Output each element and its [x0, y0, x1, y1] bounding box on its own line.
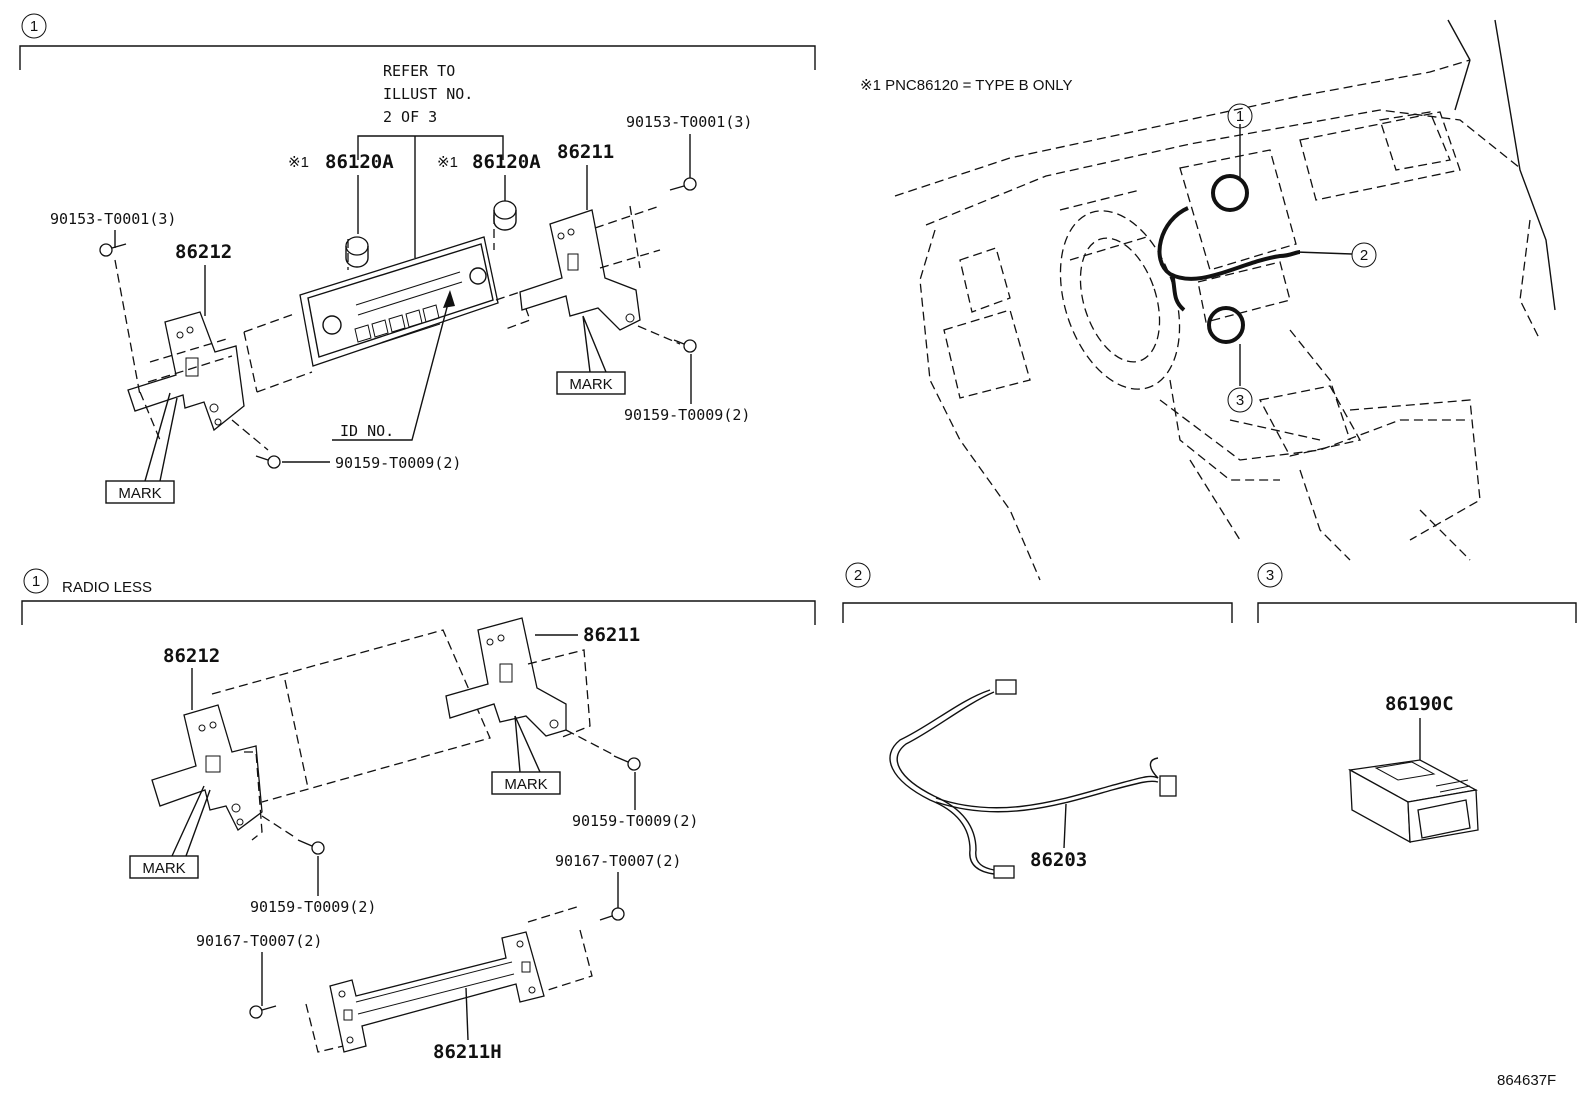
radio-head-unit — [243, 215, 531, 393]
radio-less-title: RADIO LESS — [62, 579, 152, 596]
knob-86120A-right — [493, 200, 517, 231]
label-86211H: 86211H — [433, 1041, 502, 1063]
refer-note: REFER TO ILLUST NO. 2 OF 3 — [357, 62, 504, 258]
svg-text:1: 1 — [32, 573, 40, 590]
svg-text:MARK: MARK — [569, 376, 612, 393]
id-no-label: ID NO. — [332, 290, 455, 441]
callout-3-overview: 3 — [1236, 392, 1244, 409]
screw-90159-bottom-left — [261, 815, 325, 855]
label-86212-bottom: 86212 — [163, 645, 220, 667]
label-86211-top: 86211 — [557, 141, 614, 163]
screw-90167-left — [249, 1005, 277, 1019]
label-90159-right: 90159-T0009(2) — [624, 406, 750, 424]
label-90167-right: 90167-T0007(2) — [555, 852, 681, 870]
figure-id: 864637F — [1497, 1072, 1556, 1089]
label-86212-top: 86212 — [175, 241, 232, 263]
label-90153-right: 90153-T0001(3) — [626, 113, 752, 131]
label-90167-left: 90167-T0007(2) — [196, 932, 322, 950]
label-90159-bottom-left: 90159-T0009(2) — [250, 898, 376, 916]
label-86211-bottom: 86211 — [583, 624, 640, 646]
label-90159-bottom: 90159-T0009(2) — [335, 454, 461, 472]
section-1-radio-less-header: 1 RADIO LESS — [21, 568, 816, 625]
screw-90159-bottom-right — [565, 729, 641, 771]
section-3-header: 3 — [1257, 562, 1577, 623]
svg-text:2: 2 — [854, 567, 862, 584]
screw-90167-right — [599, 907, 625, 921]
label-86190C: 86190C — [1385, 693, 1454, 715]
star-note-right: ※1 — [437, 154, 458, 171]
label-86120A-right: 86120A — [472, 151, 541, 173]
mark-bottom-right: MARK — [491, 715, 561, 795]
label-90159-bottom-right: 90159-T0009(2) — [572, 812, 698, 830]
svg-text:MARK: MARK — [142, 860, 185, 877]
section-2-header: 2 — [842, 562, 1233, 623]
bracket-86211-top — [519, 205, 681, 345]
refer-line-2: ILLUST NO. — [383, 85, 473, 103]
mark-top-left: MARK — [105, 392, 178, 504]
svg-text:3: 3 — [1266, 567, 1274, 584]
label-86203: 86203 — [1030, 849, 1087, 871]
dashboard-overview: 1 2 3 — [894, 19, 1556, 581]
bracket-86212-top — [114, 259, 269, 451]
mark-bottom-left: MARK — [129, 785, 211, 879]
callout-2-overview: 2 — [1360, 247, 1368, 264]
label-86120A-left: 86120A — [325, 151, 394, 173]
mark-top-right: MARK — [556, 315, 626, 395]
callout-1-overview: 1 — [1236, 108, 1244, 125]
bracket-86212-bottom — [151, 629, 491, 841]
star-note-left: ※1 — [288, 154, 309, 171]
svg-text:MARK: MARK — [118, 485, 161, 502]
section-1-header: 1 — [19, 13, 816, 70]
refer-line-3: 2 OF 3 — [383, 108, 437, 126]
label-90153-left: 90153-T0001(3) — [50, 210, 176, 228]
knob-86120A-left — [345, 236, 369, 268]
screw-90153-right — [669, 177, 697, 191]
screw-90159-right — [673, 339, 697, 353]
bracket-86211-bottom — [445, 617, 591, 739]
bracket-86211H — [305, 905, 593, 1053]
svg-text:MARK: MARK — [504, 776, 547, 793]
screw-90153-left — [99, 243, 127, 257]
switch-86190C — [1347, 759, 1479, 844]
svg-text:ID NO.: ID NO. — [340, 422, 394, 440]
pnc-note: ※1 PNC86120 = TYPE B ONLY — [860, 77, 1073, 94]
refer-line-1: REFER TO — [383, 62, 455, 80]
callout-1-top: 1 — [30, 18, 38, 35]
screw-90159-bottom — [255, 455, 281, 469]
wire-harness-86203 — [889, 679, 1177, 879]
